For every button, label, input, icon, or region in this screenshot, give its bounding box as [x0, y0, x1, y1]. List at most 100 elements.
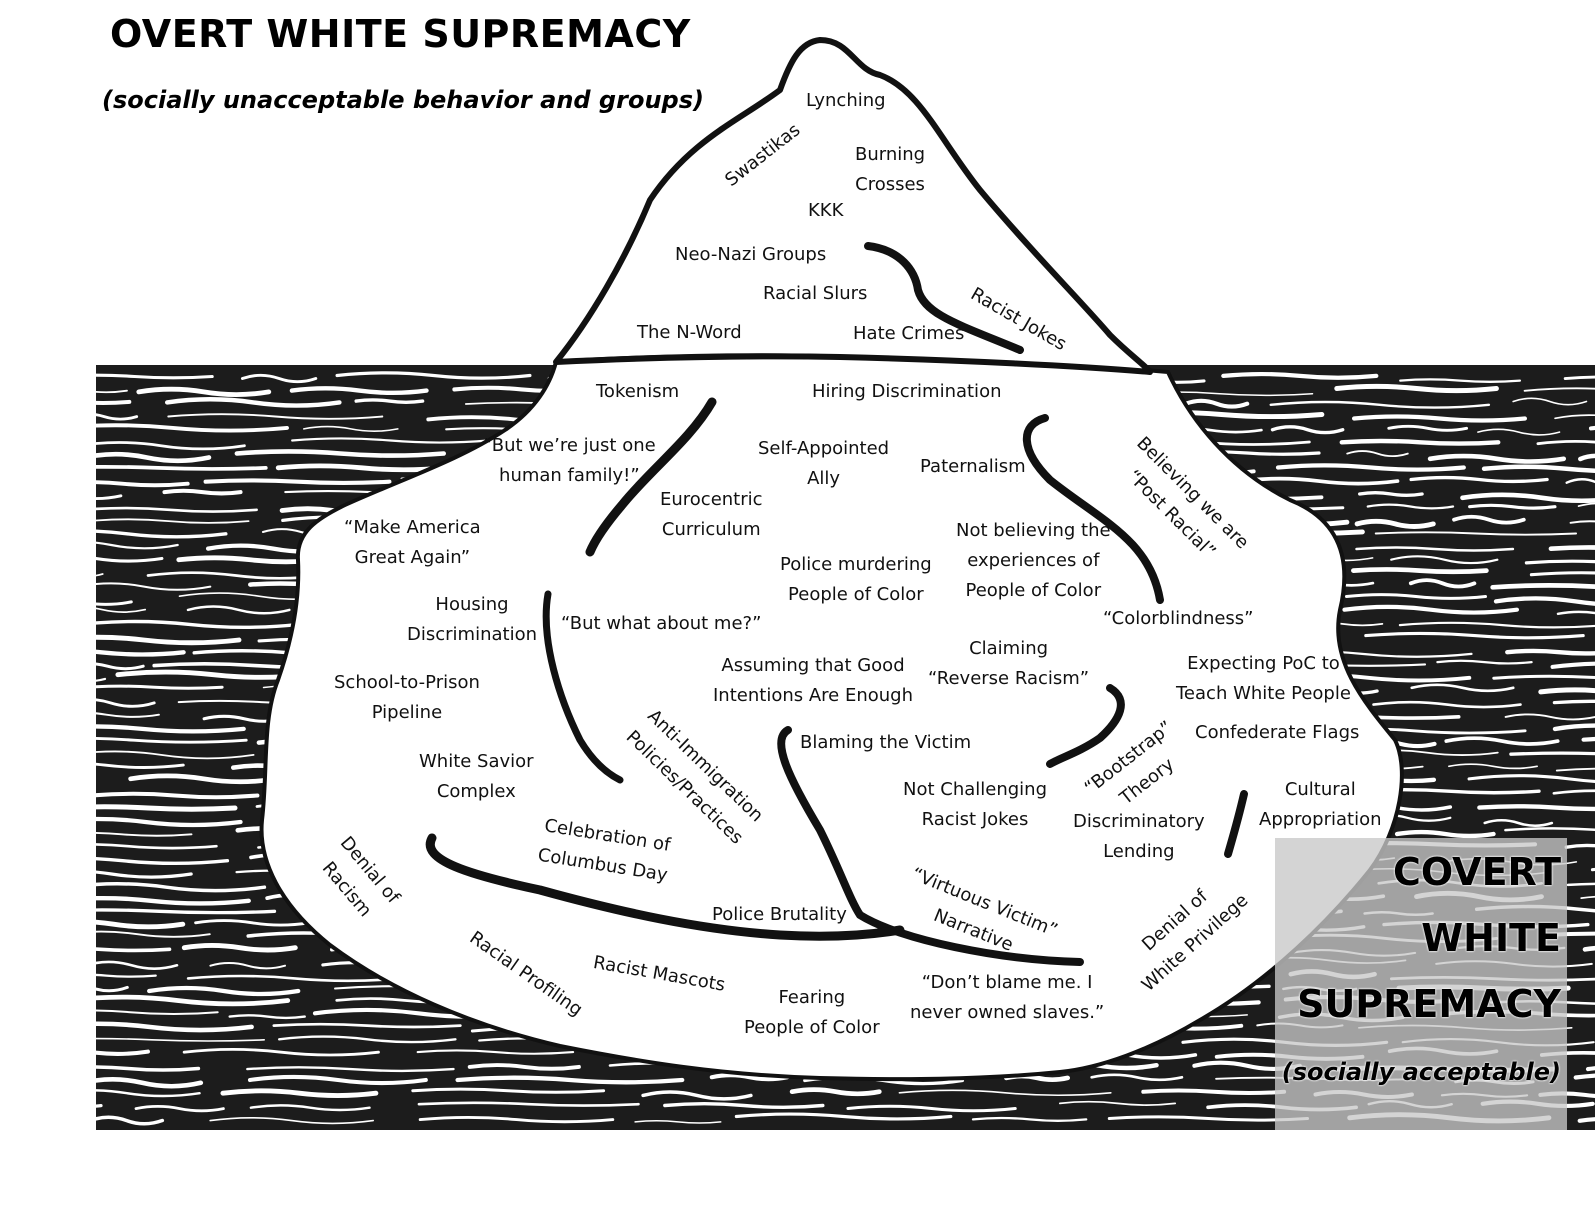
- overt-subtitle: (socially unacceptable behavior and grou…: [102, 86, 704, 114]
- wave-stroke: [96, 529, 228, 539]
- wave-stroke: [275, 463, 448, 473]
- wave-stroke: [1448, 763, 1538, 770]
- label-racial-slurs: Racial Slurs: [763, 283, 868, 304]
- wave-stroke: [1512, 397, 1588, 406]
- wave-stroke: [96, 1089, 201, 1098]
- wave-stroke: [96, 994, 291, 1007]
- wave-stroke: [291, 437, 490, 444]
- wave-stroke: [186, 974, 403, 983]
- wave-stroke: [1550, 661, 1595, 669]
- wave-stroke: [96, 1009, 219, 1015]
- wave-stroke: [228, 1014, 306, 1020]
- wave-stroke: [411, 1087, 606, 1094]
- wave-stroke: [96, 1115, 165, 1126]
- wave-stroke: [96, 750, 255, 760]
- wave-stroke: [96, 919, 186, 930]
- wave-stroke: [1543, 931, 1595, 937]
- wave-stroke: [1270, 425, 1345, 435]
- wave-stroke: [1581, 736, 1595, 742]
- wave-stroke: [354, 398, 425, 404]
- wave-stroke: [209, 1117, 374, 1125]
- wave-stroke: [1334, 383, 1499, 394]
- wave-stroke: [96, 1021, 254, 1033]
- wave-stroke: [96, 556, 164, 563]
- wave-stroke: [220, 1088, 379, 1098]
- wave-stroke: [234, 449, 446, 458]
- wave-stroke: [96, 451, 212, 464]
- wave-stroke: [96, 634, 242, 646]
- wave-stroke: [1505, 648, 1595, 656]
- wave-stroke: [1490, 583, 1595, 590]
- wave-stroke: [209, 962, 286, 970]
- wave-stroke: [1399, 378, 1522, 383]
- label-blaming-the-victim: Blaming the Victim: [800, 732, 972, 753]
- wave-stroke: [1536, 440, 1595, 446]
- label-hate-crimes: Hate Crimes: [853, 323, 965, 344]
- wave-stroke: [165, 397, 342, 408]
- covert-label-box: [1275, 838, 1567, 1130]
- wave-stroke: [147, 985, 301, 997]
- wave-stroke: [96, 816, 243, 828]
- wave-stroke: [96, 1104, 103, 1108]
- label-what-about-me: “But what about me?”: [561, 613, 762, 634]
- wave-stroke: [96, 684, 224, 690]
- wave-stroke: [96, 973, 157, 978]
- covert-title-line2: WHITE: [1421, 916, 1561, 960]
- wave-stroke: [971, 1116, 1088, 1122]
- overt-title: OVERT WHITE SUPREMACY: [110, 12, 691, 56]
- wave-stroke: [203, 478, 392, 485]
- wave-stroke: [1346, 450, 1409, 458]
- wave-stroke: [96, 930, 211, 938]
- wave-stroke: [96, 736, 248, 744]
- wave-stroke: [96, 870, 193, 879]
- wave-stroke: [96, 541, 179, 550]
- wave-stroke: [96, 607, 147, 613]
- wave-stroke: [249, 1104, 371, 1112]
- wave-stroke: [186, 605, 291, 615]
- wave-stroke: [96, 960, 179, 970]
- wave-stroke: [1345, 593, 1487, 600]
- wave-stroke: [417, 1101, 640, 1107]
- wave-stroke: [96, 856, 230, 866]
- wave-stroke: [303, 425, 399, 432]
- wave-stroke: [1366, 503, 1455, 510]
- wave-stroke: [96, 373, 214, 380]
- wave-stroke: [1577, 502, 1595, 507]
- wave-stroke: [96, 947, 172, 953]
- label-reverse-racism: Claiming“Reverse Racism”: [928, 638, 1090, 689]
- wave-stroke: [1364, 631, 1585, 640]
- label-hiring-discrimination: Hiring Discrimination: [812, 381, 1002, 402]
- wave-stroke: [1548, 545, 1595, 552]
- wave-stroke: [128, 773, 280, 785]
- wave-stroke: [162, 488, 243, 496]
- wave-stroke: [1427, 453, 1566, 464]
- label-confederate-flags: Confederate Flags: [1195, 722, 1360, 743]
- wave-stroke: [96, 1065, 201, 1072]
- wave-stroke: [96, 649, 186, 657]
- wave-stroke: [1578, 453, 1595, 462]
- wave-stroke: [1569, 520, 1595, 524]
- wave-stroke: [1090, 1073, 1184, 1082]
- covert-title-line1: COVERT: [1392, 850, 1561, 894]
- wave-stroke: [1358, 491, 1424, 497]
- wave-stroke: [1556, 610, 1595, 616]
- wave-stroke: [1565, 478, 1595, 484]
- wave-stroke: [96, 573, 104, 577]
- label-n-word: The N-Word: [637, 322, 742, 343]
- wave-stroke: [1552, 789, 1595, 795]
- wave-stroke: [1555, 767, 1595, 772]
- wave-stroke: [1374, 531, 1578, 536]
- wave-stroke: [1342, 604, 1519, 615]
- wave-stroke: [96, 518, 250, 524]
- wave-stroke: [1460, 492, 1595, 504]
- wave-stroke: [96, 480, 190, 488]
- wave-stroke: [96, 582, 212, 591]
